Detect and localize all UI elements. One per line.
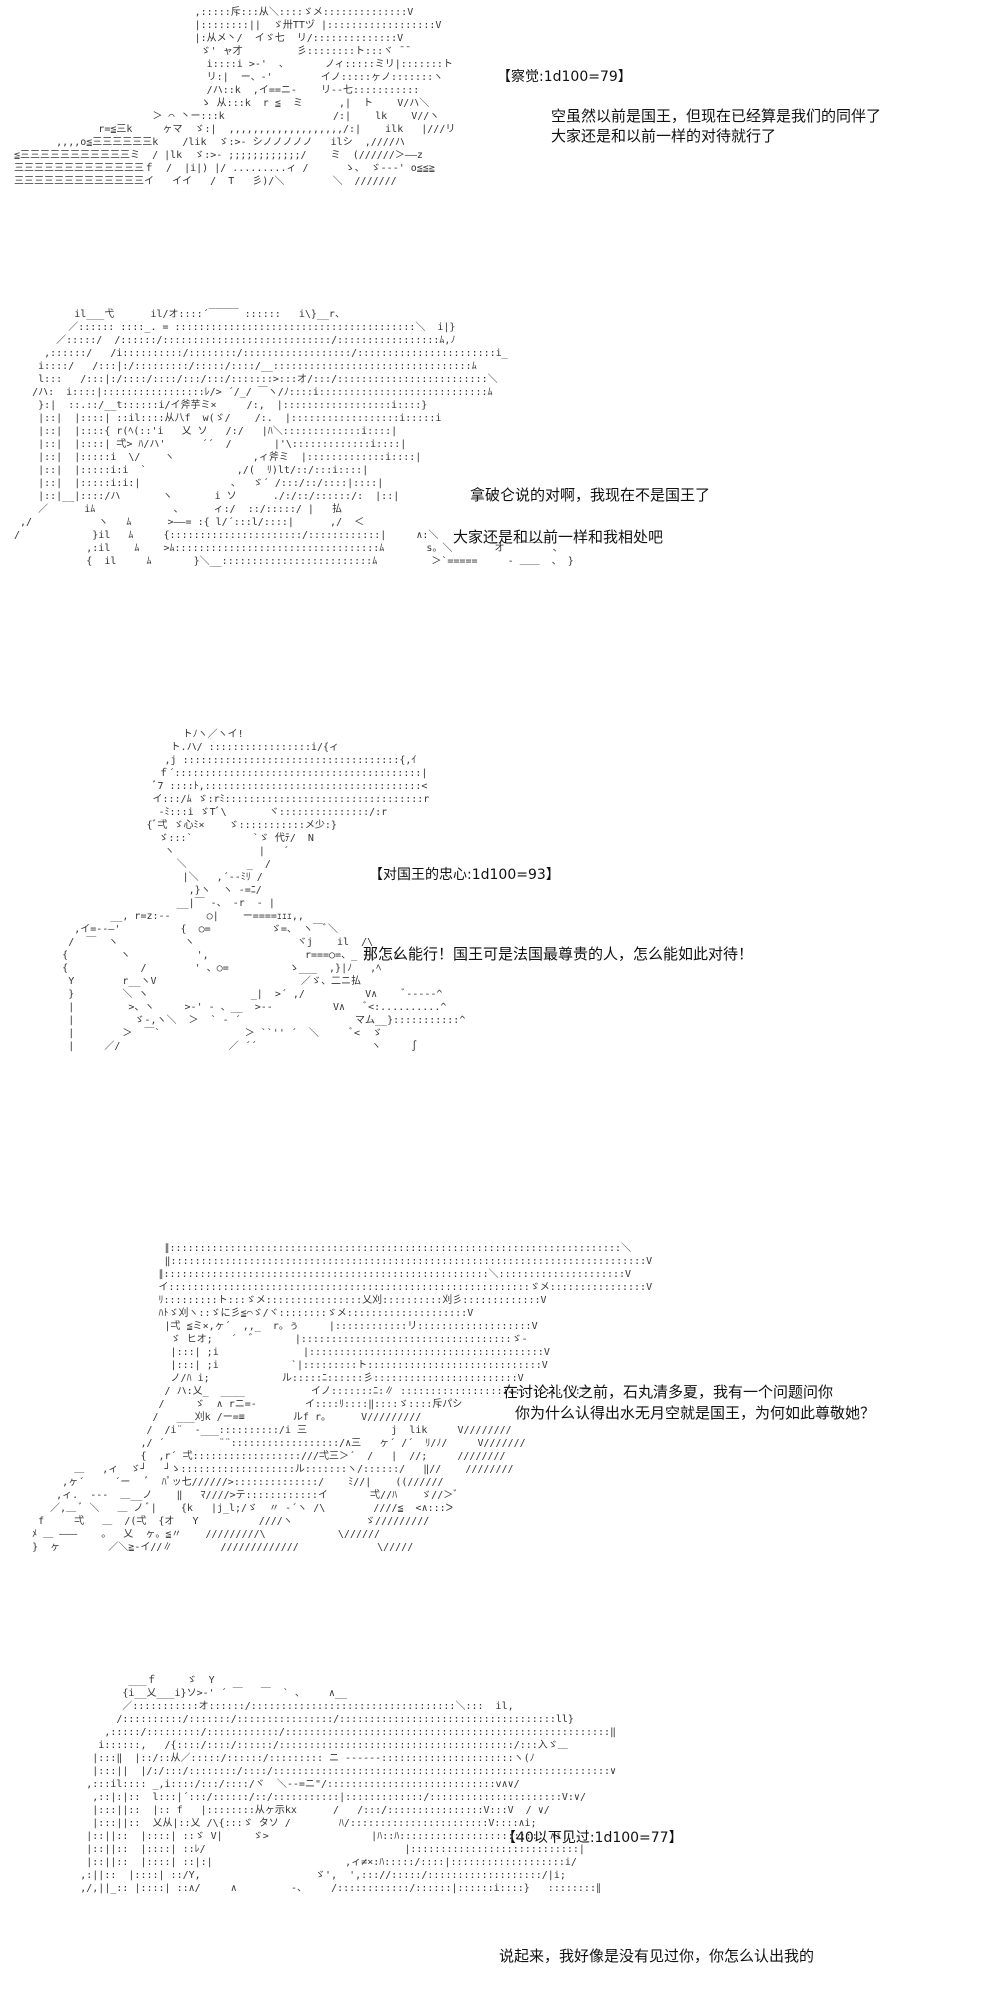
- panel-3: トﾉヽ／ヽイ! ト.ハ/ :::::::::::::::::i/{ィ ,j ::…: [0, 722, 992, 1222]
- dialogue-line: 空虽然以前是国王，但现在已经算是我们的同伴了: [551, 107, 882, 125]
- ascii-art-1: ,:::::斥:::从＼::::ゞメ::::::::::::::V |:::::…: [14, 7, 456, 187]
- dice-roll: 【40以下见过:1d100=77】: [502, 1830, 683, 1846]
- dice-roll: 【对国王的忠心:1d100=93】: [369, 867, 560, 883]
- dialogue-line: 大家还是和以前一样的对待就行了: [551, 127, 777, 145]
- dialogue-line: 在讨论礼仪之前，石丸清多夏，我有一个问题问你: [503, 1383, 834, 1401]
- panel-5: ___ｆ ゞ Y {i__乂___i}ソ>‐' ´ ￣ ￣ ` 、 ∧__ ／:…: [0, 1662, 992, 2000]
- dialogue-line: 拿破仑说的对啊，我现在不是国王了: [470, 486, 711, 504]
- ascii-art-4: ∥:::::::::::::::::::::::::::::::::::::::…: [32, 1243, 653, 1553]
- panel-4: ∥:::::::::::::::::::::::::::::::::::::::…: [0, 1240, 992, 1660]
- dialogue-line: 那怎么能行！国王可是法国最尊贵的人，怎么能如此对待！: [363, 945, 754, 963]
- panel-1: ,:::::斥:::从＼::::ゞメ::::::::::::::V |:::::…: [0, 0, 992, 290]
- ascii-art-2: il___弋 il/オ::::´￣￣￣ :::::: i\}__r、 ／::::…: [14, 309, 574, 567]
- dialogue-line: 你为什么认得出水无月空就是国王，为何如此尊敬她？: [515, 1404, 876, 1422]
- panel-2: il___弋 il/オ::::´￣￣￣ :::::: i\}__r、 ／::::…: [0, 300, 992, 720]
- ascii-art-5: ___ｆ ゞ Y {i__乂___i}ソ>‐' ´ ￣ ￣ ` 、 ∧__ ／:…: [80, 1675, 617, 1894]
- dice-roll: 【察觉:1d100=79】: [497, 69, 632, 85]
- ascii-art-3: トﾉヽ／ヽイ! ト.ハ/ :::::::::::::::::i/{ィ ,j ::…: [62, 729, 466, 1052]
- dialogue-line: 大家还是和以前一样和我相处吧: [453, 528, 664, 546]
- dialogue-line: 说起来，我好像是没有见过你，你怎么认出我的: [499, 1947, 815, 1965]
